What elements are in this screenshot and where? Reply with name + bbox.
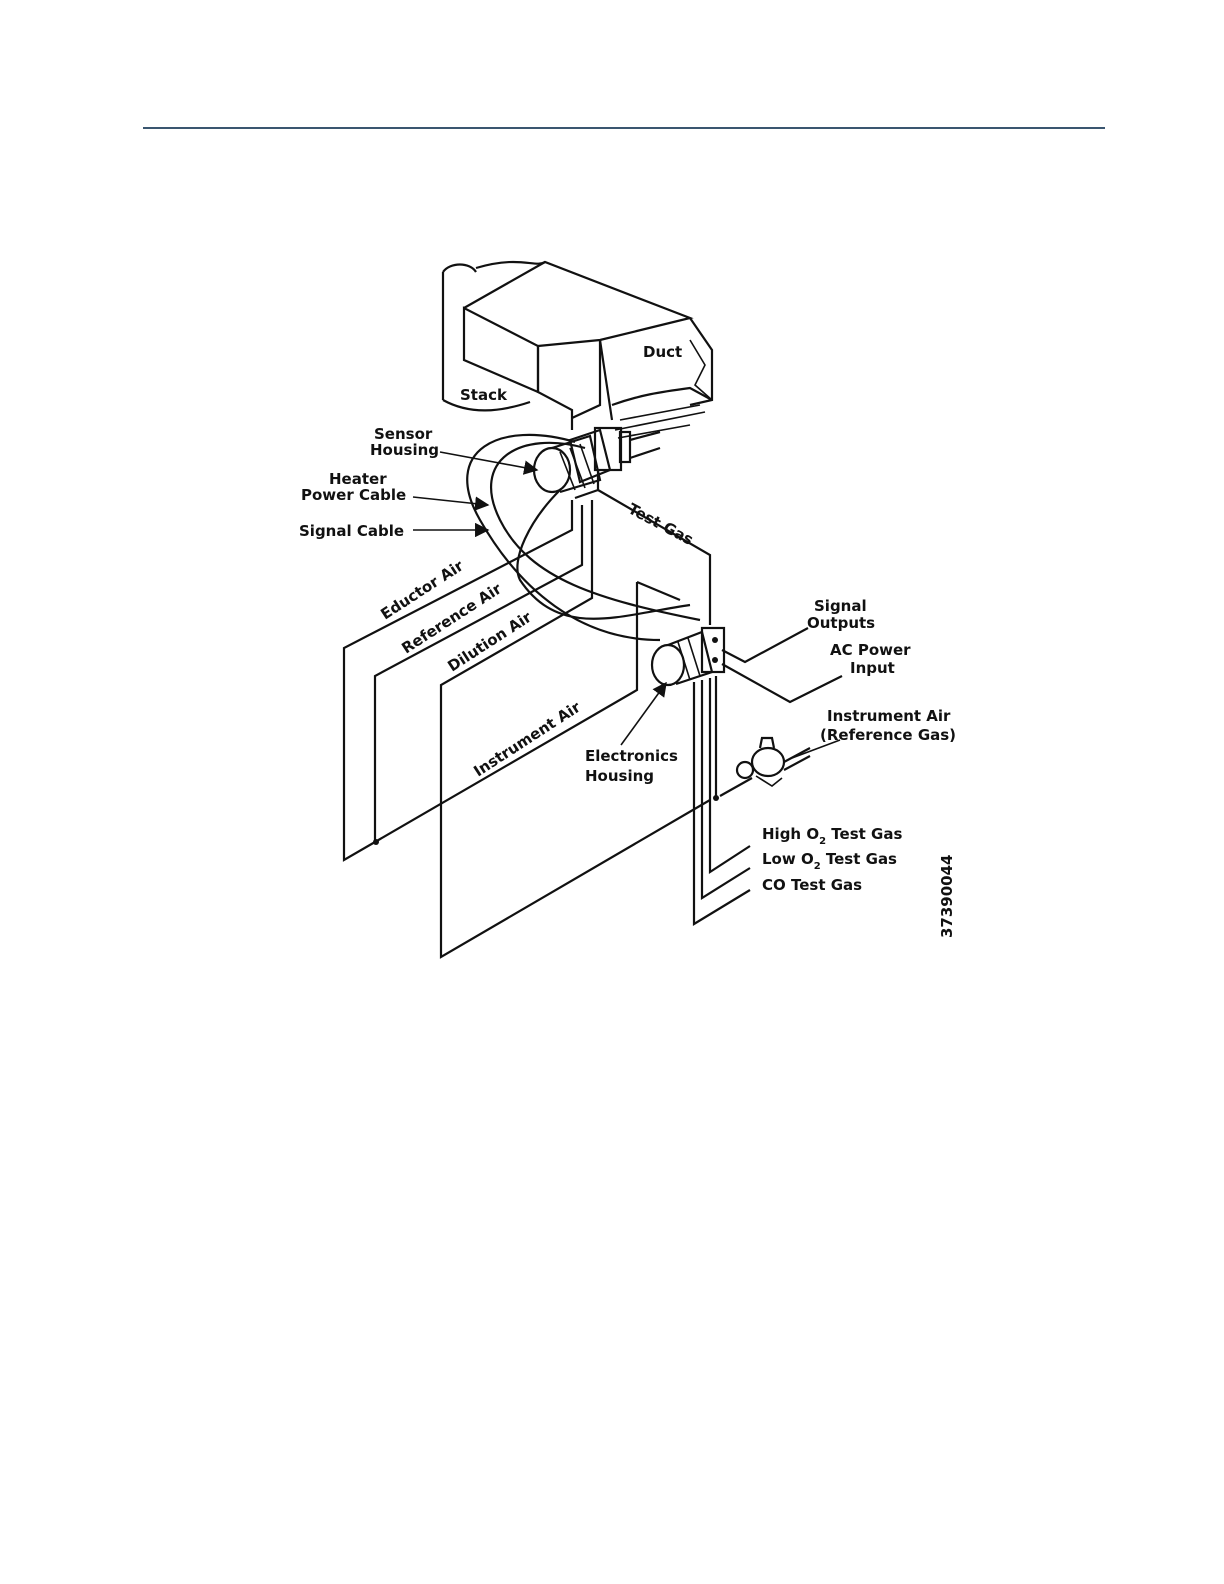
ac-power-input-label-2: Input	[850, 659, 895, 677]
electronics-housing-label-2: Housing	[585, 767, 654, 785]
instrument-air-label: Instrument Air	[827, 707, 951, 725]
reference-gas-label: (Reference Gas)	[820, 726, 956, 744]
signal-outputs-label-2: Outputs	[807, 614, 875, 632]
regulator-shape	[720, 738, 810, 796]
signal-cable-label: Signal Cable	[299, 522, 404, 540]
co-test-gas-label: CO Test Gas	[762, 876, 862, 894]
ac-power-input-label: AC Power	[830, 641, 911, 659]
sensor-housing-label-2: Housing	[370, 441, 439, 459]
stack-label: Stack	[460, 386, 508, 404]
sensor-housing-shape	[534, 428, 660, 498]
test-gas-label: Test Gas	[625, 500, 696, 549]
high-o2-test-gas-label: High O2 Test Gas	[762, 825, 902, 847]
electronics-housing-label: Electronics	[585, 747, 678, 765]
electronics-housing-shape	[652, 628, 724, 685]
cables	[467, 435, 700, 640]
signal-outputs-label: Signal	[814, 597, 867, 615]
instrument-air-line-label: Instrument Air	[470, 698, 584, 781]
heater-power-cable-label-2: Power Cable	[301, 486, 406, 504]
low-o2-test-gas-label: Low O2 Test Gas	[762, 850, 897, 872]
duct-label: Duct	[643, 343, 682, 361]
figure-id-code: 37390044	[938, 855, 956, 939]
